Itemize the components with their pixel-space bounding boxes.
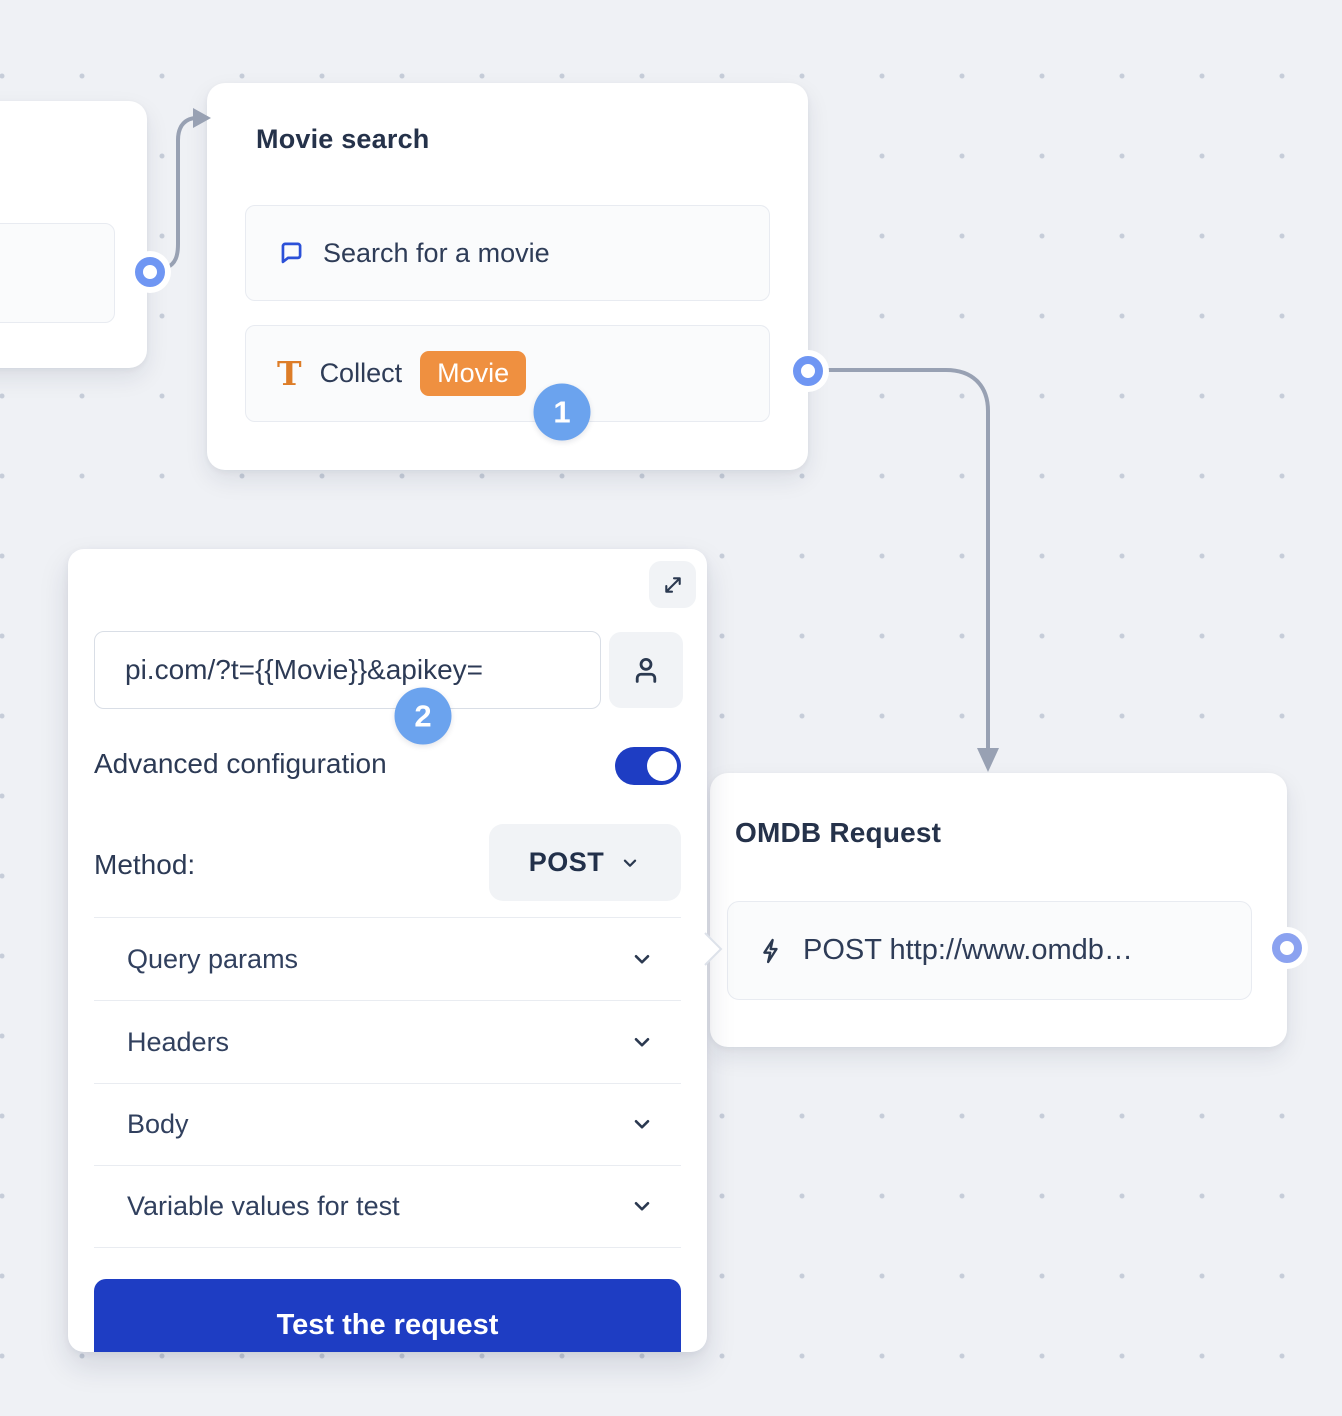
arrowhead-into-omdb-node <box>977 748 999 772</box>
toggle-knob <box>647 751 677 781</box>
method-label: Method: <box>94 849 196 880</box>
chevron-down-icon[interactable] <box>629 946 655 972</box>
wire-movie-to-omdb <box>826 368 990 752</box>
divider <box>94 917 681 918</box>
test-request-button[interactable]: Test the request <box>94 1279 681 1352</box>
action-row-send-message[interactable]: Search for a movie <box>245 205 770 301</box>
chevron-down-icon[interactable] <box>629 1111 655 1137</box>
section-label: Variable values for test <box>127 1190 400 1221</box>
request-url-input[interactable] <box>94 631 601 709</box>
action-row-collect-input[interactable]: T Collect Movie <box>245 325 770 422</box>
text-input-icon: T <box>277 354 302 393</box>
advanced-configuration-label: Advanced configuration <box>94 748 387 779</box>
wire-prev-to-movie <box>164 116 199 270</box>
node-previous-partial[interactable] <box>0 101 147 368</box>
step-badge-1: 1 <box>533 383 591 441</box>
section-variable-values[interactable]: Variable values for test <box>94 1165 681 1247</box>
divider <box>94 1165 681 1166</box>
divider <box>94 1247 681 1248</box>
section-label: Body <box>127 1108 189 1139</box>
action-row-empty[interactable] <box>0 223 115 323</box>
port-out-omdb[interactable] <box>1272 933 1302 963</box>
method-dropdown[interactable]: POST <box>489 824 681 901</box>
lightning-icon <box>756 936 786 966</box>
action-label: Collect <box>319 358 403 388</box>
request-config-panel[interactable]: Advanced configuration Method: POST Quer… <box>68 549 707 1352</box>
expand-icon <box>661 573 685 597</box>
port-out-movie-search[interactable] <box>793 356 823 386</box>
section-body[interactable]: Body <box>94 1083 681 1165</box>
advanced-configuration-toggle[interactable] <box>615 747 681 785</box>
method-value: POST <box>528 847 605 877</box>
divider <box>94 1000 681 1001</box>
node-title: OMDB Request <box>735 817 942 848</box>
chevron-down-icon[interactable] <box>629 1029 655 1055</box>
node-omdb-request[interactable]: OMDB Request POST http://www.omdb… <box>710 773 1287 1047</box>
step-badge-2: 2 <box>394 687 452 745</box>
section-label: Headers <box>127 1026 230 1057</box>
chevron-down-icon[interactable] <box>629 1193 655 1219</box>
person-icon <box>629 653 663 687</box>
action-label: POST http://www.omdb… <box>803 934 1133 966</box>
variable-tag[interactable]: Movie <box>420 351 527 396</box>
node-movie-search[interactable]: Movie search Search for a movie T Collec… <box>207 83 808 470</box>
section-headers[interactable]: Headers <box>94 1001 681 1083</box>
expand-button[interactable] <box>649 561 696 608</box>
divider <box>94 1083 681 1084</box>
port-out-previous[interactable] <box>135 257 165 287</box>
section-query-params[interactable]: Query params <box>94 918 681 1000</box>
chevron-down-icon <box>619 852 641 874</box>
section-label: Query params <box>127 943 299 974</box>
action-label: Search for a movie <box>323 237 550 268</box>
user-button[interactable] <box>609 632 683 708</box>
action-row-webhook[interactable]: POST http://www.omdb… <box>727 901 1252 1000</box>
node-title: Movie search <box>256 124 430 154</box>
chat-bubble-icon <box>277 239 305 267</box>
